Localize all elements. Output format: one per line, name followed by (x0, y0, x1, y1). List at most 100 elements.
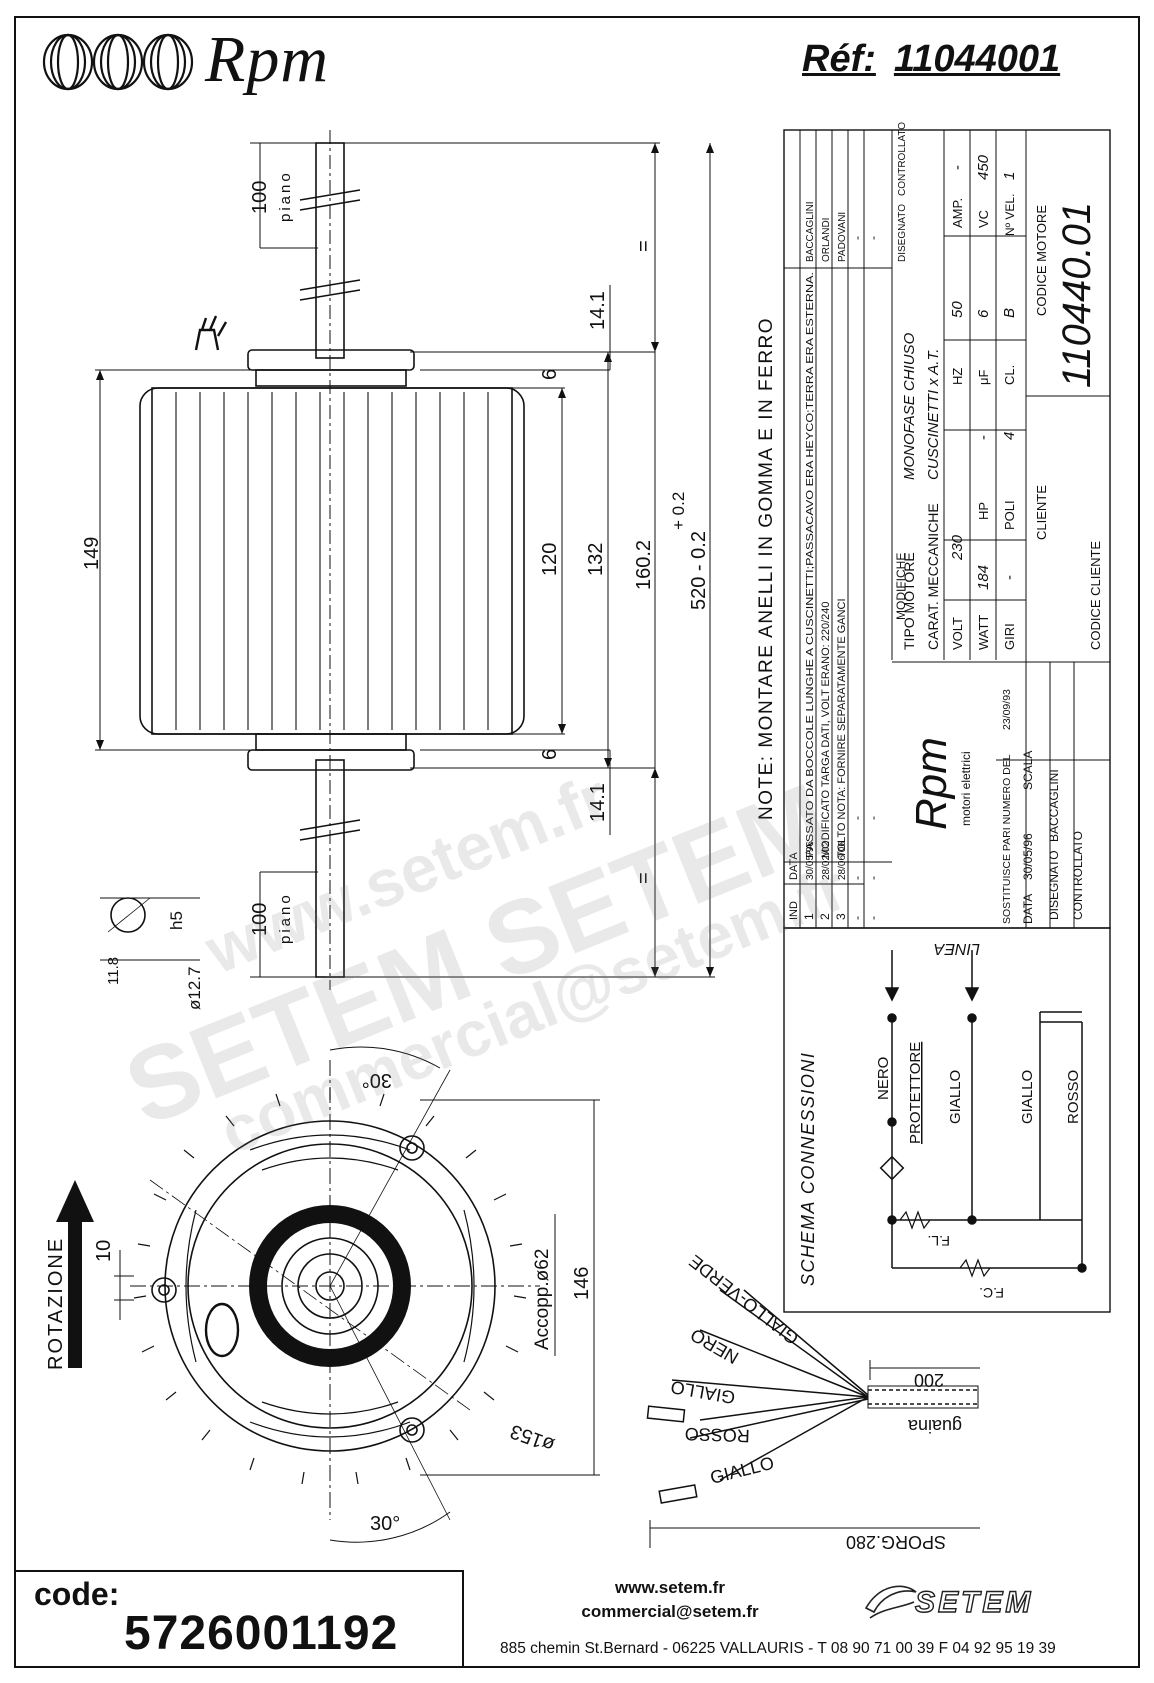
rev-1-by: BACCAGLINI (805, 201, 816, 262)
wire-label-nero: NERO (687, 1325, 742, 1368)
rev-4-date: - (850, 876, 864, 880)
dim-tolerance: + 0.2 (669, 492, 688, 530)
cable-bundle (646, 1289, 980, 1548)
dim-520: 520 - 0.2 (688, 531, 710, 610)
rev-5-text: - (866, 816, 880, 820)
spec-vc-value: 450 (975, 154, 992, 180)
disegnato-value: BACCAGLINI (1047, 769, 1061, 842)
data-value: 30/05/96 (1021, 833, 1035, 880)
front-view (56, 1046, 600, 1543)
dim-piano-bottom: 100 (249, 903, 271, 936)
wire-label-giallo-2: GIALLO (708, 1453, 776, 1488)
spec-vel-label: Nº VEL. (1003, 194, 1017, 236)
rpm-coil-logo (42, 33, 194, 91)
rotation-arrow (68, 1220, 82, 1368)
rotation-label: ROTAZIONE (45, 1237, 67, 1370)
dim-eq-top: = (633, 240, 655, 252)
schema-fl: F.L. (927, 1233, 950, 1249)
spec-volt-label: VOLT (950, 617, 965, 650)
spec-watt-label: WATT (976, 615, 991, 650)
spec-hz-value: 50 (949, 301, 966, 318)
dim-6-top: 6 (539, 369, 561, 380)
tipo-motore-value: MONOFASE CHIUSO (901, 332, 918, 480)
codice-motore-label: CODICE MOTORE (1034, 205, 1049, 316)
spec-volt-value: 230 (949, 534, 966, 561)
label-guaina: guaina (907, 1416, 962, 1436)
spec-hp-label: HP (976, 502, 991, 520)
rev-header-modifiche: MODIFICHE (894, 553, 908, 620)
rev-2-by: ORLANDI (821, 218, 832, 262)
dim-146: 146 (571, 1267, 593, 1300)
sostituisce-date: 23/09/93 (1001, 689, 1013, 730)
dim-11-8: 11.8 (105, 957, 122, 985)
data-label: DATA (1021, 894, 1035, 924)
rev-5-ind: - (866, 916, 880, 920)
wire-label-giallo-1: GIALLO (669, 1377, 737, 1408)
dim-14-1-top: 14.1 (587, 291, 609, 330)
ref-label: Réf: (802, 38, 876, 80)
rev-header-controllato: CONTROLLATO (897, 122, 908, 196)
rev-header-data: DATA (788, 852, 800, 880)
label-piano-top: piano (277, 170, 294, 222)
dim-angle-top: 30° (362, 1069, 392, 1091)
spec-vc-label: VC (976, 210, 991, 228)
dim-h5: h5 (167, 911, 186, 930)
setem-logo: SETEM (914, 1585, 1034, 1619)
tipo-motore-label: TIPO MOTORE (901, 552, 917, 650)
dim-6-bottom: 6 (539, 749, 561, 760)
spec-giri-value: - (1001, 575, 1018, 580)
cliente-label: CLIENTE (1034, 485, 1049, 540)
rev-3-text: TOLTO NOTA: FORNIRE SEPARATAMENTE GANCI (836, 598, 848, 858)
drawing-note: NOTE: MONTARE ANELLI IN GOMMA E IN FERRO (756, 317, 777, 820)
code-value: 5726001192 (124, 1607, 399, 1660)
spec-uf-value: 6 (975, 309, 992, 318)
dim-153: ø153 (507, 1420, 557, 1456)
schema-linea: LINEA (934, 940, 980, 957)
motor-body (139, 387, 525, 735)
codice-cliente-label: CODICE CLIENTE (1088, 541, 1103, 650)
schema-title: SCHEMA CONNESSIONI (798, 1052, 818, 1286)
title-block (783, 129, 1111, 1313)
website-link[interactable]: www.setem.fr (615, 1578, 725, 1597)
spec-cl-value: B (1001, 308, 1018, 318)
code-box (14, 1570, 464, 1668)
wire-label-rosso: ROSSO (684, 1424, 750, 1446)
spec-poli-value: 4 (1001, 432, 1018, 440)
rev-2-text: MODIFICATO TARGA DATI, VOLT ERANO: 220/2… (820, 601, 832, 858)
rev-4-ind: - (850, 916, 864, 920)
dim-120: 120 (539, 543, 561, 576)
carat-label: CARAT. MECCANICHE (925, 503, 941, 650)
dim-132: 132 (585, 543, 607, 576)
brand-name: Rpm (205, 23, 329, 96)
rev-3-ind: 3 (834, 913, 848, 920)
dim-160-2: 160.2 (633, 540, 655, 590)
email-link[interactable]: commercial@setem.fr (581, 1602, 759, 1621)
reference: Réf:11044001 (802, 38, 1060, 81)
sostituisce-label: SOSTITUISCE PARI NUMERO DEL (1001, 754, 1013, 924)
setem-swoosh-icon (864, 1585, 917, 1619)
dim-accopp: Accopp.ø62 (532, 1249, 553, 1350)
label-piano-bottom: piano (277, 892, 294, 944)
spec-amp-value: - (949, 165, 966, 170)
spec-watt-value: 184 (975, 565, 992, 590)
rev-3-date: 28/06/06 (837, 841, 848, 880)
address: 885 chemin St.Bernard - 06225 VALLAURIS … (500, 1640, 1056, 1657)
rev-4-by: - (850, 236, 864, 240)
rev-2-date: 28/02/02 (821, 841, 832, 880)
code-label: code: (34, 1576, 120, 1612)
dim-angle-bottom: 30° (370, 1513, 400, 1535)
dim-10: 10 (93, 1240, 115, 1262)
rev-5-date: - (866, 876, 880, 880)
dim-d12-7: ø12.7 (185, 967, 204, 1010)
spec-giri-label: GIRI (1002, 623, 1017, 650)
company-logo: Rpm (907, 737, 956, 830)
drawing-frame (14, 16, 1140, 1668)
rev-1-text: PASSATO DA BOCCOLE LUNGHE A CUSCINETTI;P… (805, 272, 816, 858)
spec-hz-label: HZ (950, 368, 965, 385)
rev-3-by: PADOVANI (837, 212, 848, 262)
rev-5-by: - (866, 236, 880, 240)
schema-protettore: PROTETTORE (907, 1042, 924, 1144)
dim-sporg: SPORG.280 (846, 1532, 946, 1552)
dim-piano-top: 100 (249, 181, 271, 214)
